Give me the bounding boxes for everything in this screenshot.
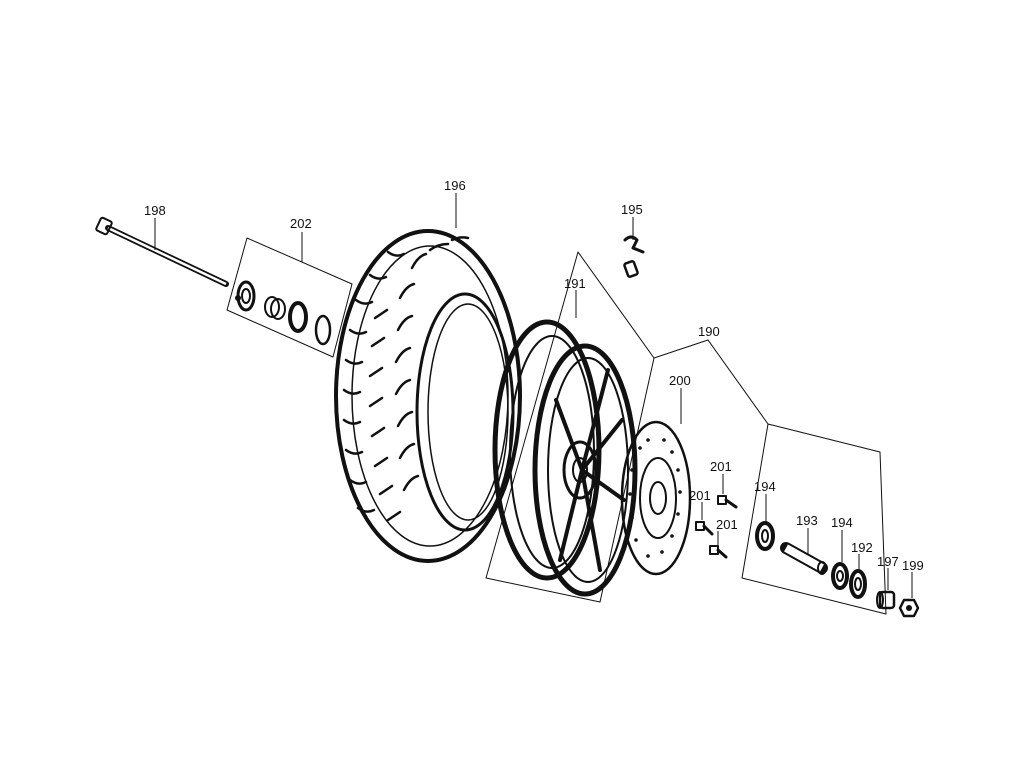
label-198: 198	[144, 203, 166, 218]
label-195: 195	[621, 202, 643, 217]
bolt-part-mid	[695, 521, 714, 536]
label-201-top: 201	[710, 459, 732, 474]
bearing-part-left	[755, 521, 775, 551]
bearing-part-right	[831, 562, 849, 590]
label-199: 199	[902, 558, 924, 573]
label-193: 193	[796, 513, 818, 528]
label-202: 202	[290, 216, 312, 231]
sleeve-part	[780, 542, 828, 575]
label-192: 192	[851, 540, 873, 555]
spacer-kit-part	[226, 237, 353, 358]
label-196: 196	[444, 178, 466, 193]
label-201-mid: 201	[689, 488, 711, 503]
label-200: 200	[669, 373, 691, 388]
label-197: 197	[877, 554, 899, 569]
label-201-low: 201	[716, 517, 738, 532]
valve-part	[623, 235, 645, 278]
nut-part	[898, 598, 920, 618]
brake-disc-part	[620, 420, 692, 576]
label-190: 190	[698, 324, 720, 339]
seal-part	[849, 569, 867, 599]
collar-part	[876, 590, 896, 610]
label-194-right: 194	[831, 515, 853, 530]
axle-part	[95, 216, 229, 287]
bolt-part-low	[709, 545, 728, 559]
rim-part	[485, 251, 655, 603]
label-191: 191	[564, 276, 586, 291]
label-194-left: 194	[754, 479, 776, 494]
bearing-kit-outline	[741, 423, 887, 615]
leader-190	[653, 339, 769, 425]
bolt-part-top	[717, 495, 738, 509]
tire-part	[334, 229, 522, 563]
